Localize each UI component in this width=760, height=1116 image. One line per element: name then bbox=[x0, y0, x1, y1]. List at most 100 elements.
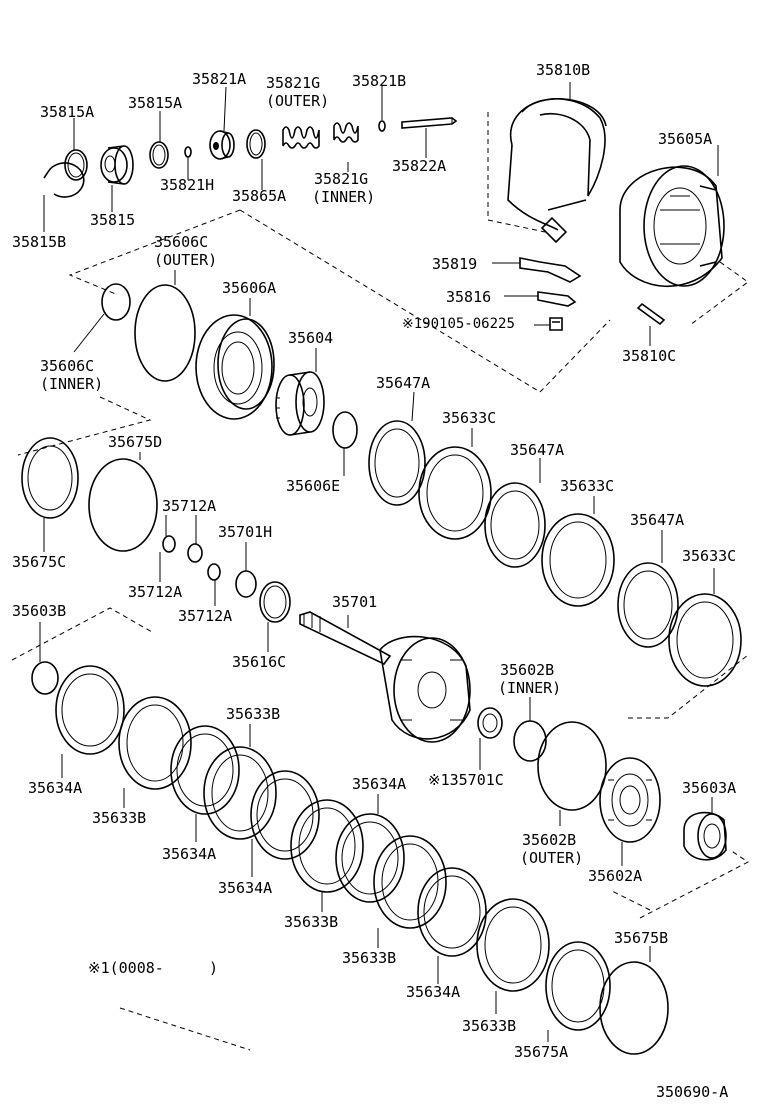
label-35647A-2: 35647A bbox=[510, 441, 565, 459]
retainer-35815 bbox=[100, 145, 134, 185]
disc-35633C-2 bbox=[541, 513, 615, 607]
label-35821G-outer-note: (OUTER) bbox=[266, 92, 330, 110]
label-35815: 35815 bbox=[90, 211, 136, 229]
label-35602A: 35602A bbox=[588, 867, 643, 885]
label-35633B-2: 35633B bbox=[226, 705, 281, 723]
plate-35647A-2 bbox=[484, 482, 546, 568]
label-35810C: 35810C bbox=[622, 347, 677, 365]
forward-clutch-pack bbox=[21, 420, 742, 687]
label-35616C: 35616C bbox=[232, 653, 287, 671]
disc-35633B-3 bbox=[290, 799, 364, 893]
strut-35819 bbox=[519, 257, 582, 283]
label-35604: 35604 bbox=[288, 329, 334, 347]
seal-35606C-inner bbox=[101, 283, 131, 321]
o-ring-35821H bbox=[184, 146, 192, 158]
label-35634A-5: 35634A bbox=[406, 983, 461, 1001]
label-35675D: 35675D bbox=[108, 433, 163, 451]
label-35634A-1: 35634A bbox=[28, 779, 83, 797]
o-ring-35815A-right bbox=[149, 141, 169, 169]
o-ring-35865A bbox=[246, 129, 266, 159]
label-35865A: 35865A bbox=[232, 187, 287, 205]
pin-35810C bbox=[636, 302, 666, 326]
plate-35647A-3 bbox=[617, 562, 679, 648]
leader-lines bbox=[39, 82, 719, 1042]
washer-35821B bbox=[378, 120, 386, 132]
label-35633B-4: 35633B bbox=[342, 949, 397, 967]
label-35647A-1: 35647A bbox=[376, 374, 431, 392]
label-35821G-inner-num: 35821G bbox=[314, 170, 369, 188]
piston-35606A bbox=[195, 314, 275, 420]
label-35712A-3: 35712A bbox=[178, 607, 233, 625]
label-35634A-3: 35634A bbox=[218, 879, 273, 897]
diagram-id: 350690-A bbox=[656, 1083, 729, 1101]
plate-35675A bbox=[545, 941, 611, 1031]
label-135701C: ※135701C bbox=[428, 771, 504, 789]
label-35633C-3: 35633C bbox=[682, 547, 737, 565]
piston-35602A bbox=[599, 757, 661, 843]
small-rings bbox=[162, 535, 291, 623]
label-35606C-inner-num: 35606C bbox=[40, 357, 95, 375]
label-35633B-5: 35633B bbox=[462, 1017, 517, 1035]
label-35633C-2: 35633C bbox=[560, 477, 615, 495]
label-35815B: 35815B bbox=[12, 233, 67, 251]
snap-ring-35675D bbox=[88, 458, 158, 552]
label-35602B-outer-note: (OUTER) bbox=[520, 849, 584, 867]
label-35675C: 35675C bbox=[12, 553, 67, 571]
bearing-35701H bbox=[235, 570, 257, 598]
plate-35634A-4 bbox=[335, 813, 405, 903]
ring-35606E bbox=[332, 411, 358, 449]
label-35819: 35819 bbox=[432, 255, 478, 273]
label-35821G-outer-num: 35821G bbox=[266, 74, 321, 92]
label-35821G-inner-note: (INNER) bbox=[312, 188, 376, 206]
label-35603A: 35603A bbox=[682, 779, 737, 797]
ring-35616C bbox=[259, 581, 291, 623]
label-35821A: 35821A bbox=[192, 70, 247, 88]
label-35647A-3: 35647A bbox=[630, 511, 685, 529]
label-35634A-4: 35634A bbox=[352, 775, 407, 793]
label-35815A-left: 35815A bbox=[40, 103, 95, 121]
label-35712A-1: 35712A bbox=[162, 497, 217, 515]
label-35602B-inner-num: 35602B bbox=[500, 661, 555, 679]
oil-seal-35701C bbox=[477, 707, 503, 739]
label-35606C-outer-note: (OUTER) bbox=[154, 251, 218, 269]
plate-35634A-2 bbox=[170, 725, 240, 815]
struts-and-bolt bbox=[519, 257, 666, 331]
piston-35821A bbox=[209, 130, 235, 160]
second-piston-parts bbox=[477, 707, 727, 861]
label-35633C-1: 35633C bbox=[442, 409, 497, 427]
rod-35816 bbox=[537, 291, 577, 307]
seal-35606C-outer bbox=[134, 284, 196, 382]
ring-35712A-1 bbox=[162, 535, 176, 553]
label-35701H: 35701H bbox=[218, 523, 273, 541]
ring-35712A-2 bbox=[187, 543, 203, 563]
top-row-parts bbox=[43, 117, 458, 198]
seal-35602B-inner bbox=[513, 720, 547, 762]
label-35606C-inner-note: (INNER) bbox=[40, 375, 104, 393]
seal-35602B-outer bbox=[537, 721, 607, 811]
hub-35603A bbox=[683, 811, 727, 861]
label-35602B-inner-note: (INNER) bbox=[498, 679, 562, 697]
label-35606A: 35606A bbox=[222, 279, 277, 297]
pin-35822A bbox=[401, 117, 458, 129]
label-35816: 35816 bbox=[446, 288, 492, 306]
label-35675B: 35675B bbox=[614, 929, 669, 947]
direct-clutch-pack bbox=[31, 661, 669, 1055]
ring-35712A-3 bbox=[207, 563, 221, 581]
ring-35603B bbox=[31, 661, 59, 695]
label-35815A-right: 35815A bbox=[128, 94, 183, 112]
bolt-90105 bbox=[549, 317, 563, 331]
disc-35633B-4 bbox=[373, 835, 447, 929]
input-shaft-35701 bbox=[299, 611, 471, 743]
label-35602B-outer-num: 35602B bbox=[522, 831, 577, 849]
disc-35633B-1 bbox=[118, 696, 192, 790]
label-35822A: 35822A bbox=[392, 157, 447, 175]
label-35821B: 35821B bbox=[352, 72, 407, 90]
disc-35633B-5 bbox=[476, 898, 550, 992]
label-35603B: 35603B bbox=[12, 602, 67, 620]
plate-35634A-1 bbox=[55, 665, 125, 755]
disc-35633C-3 bbox=[668, 593, 742, 687]
group-boundaries bbox=[11, 112, 749, 1051]
footnote: ※1(0008- ) bbox=[88, 959, 218, 977]
